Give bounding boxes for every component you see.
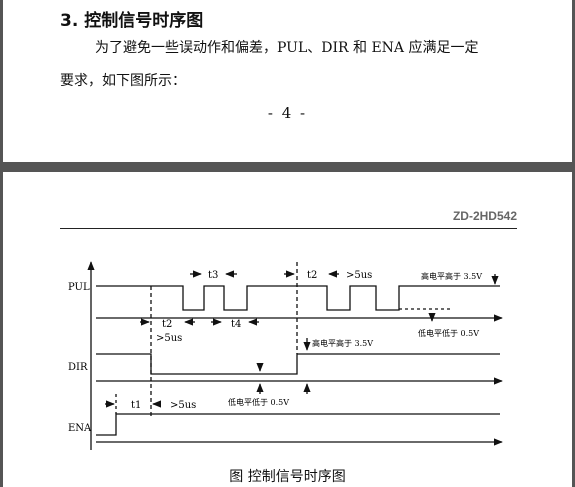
t2-top-label: t2 (307, 270, 317, 281)
paragraph-line-1: 为了避免一些误动作和偏差，PUL、DIR 和 ENA 应满足一定 (95, 40, 479, 56)
dir-low-level-text: 低电平低于 0.5V (228, 397, 289, 407)
paragraph-line-2: 要求，如下图所示： (60, 73, 186, 89)
t2-bottom-label: t2 (162, 319, 172, 330)
header-rule (60, 228, 517, 229)
dir-waveform (96, 353, 500, 375)
pul-waveform (96, 285, 500, 311)
gt5us-top-label: >5us (346, 270, 372, 281)
gt5us-ena-label: >5us (170, 400, 196, 411)
section-heading: 3. 控制信号时序图 (60, 11, 204, 31)
right-page-edge (572, 0, 575, 487)
page-number: - 4 - (267, 104, 308, 122)
upper-page (0, 0, 575, 162)
t4-label: t4 (231, 319, 241, 330)
model-header-label: ZD-2HD542 (452, 209, 517, 223)
gt5us-bottom-label: >5us (156, 333, 182, 344)
pul-label: PUL (68, 282, 90, 293)
left-page-edge (0, 0, 3, 487)
t1-label: t1 (131, 400, 141, 411)
ena-label: ENA (68, 423, 92, 434)
dir-high-level-text: 高电平高于 3.5V (312, 338, 373, 348)
pul-high-level-text: 高电平高于 3.5V (421, 271, 482, 281)
figure-caption: 图 控制信号时序图 (229, 469, 346, 485)
lower-page (0, 172, 575, 487)
ena-waveform (96, 413, 500, 436)
t3-label: t3 (208, 270, 218, 281)
page-separator (0, 162, 575, 172)
pul-low-level-text: 低电平低于 0.5V (418, 328, 479, 338)
dir-label: DIR (68, 362, 88, 373)
